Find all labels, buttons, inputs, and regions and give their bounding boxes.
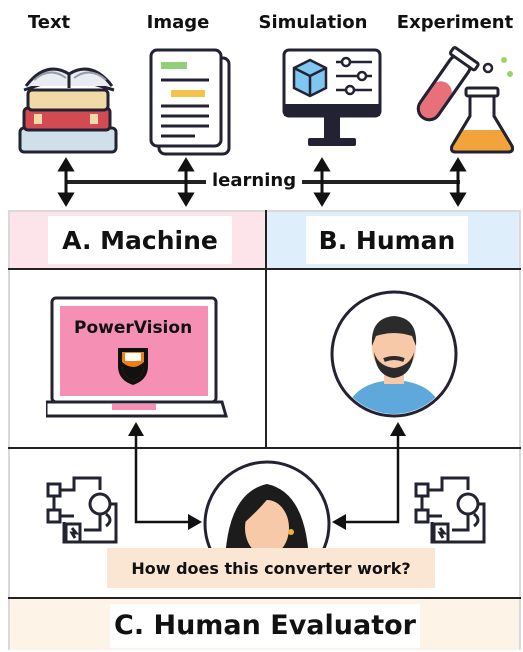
book-stack-icon xyxy=(18,67,118,154)
evaluator-arrows xyxy=(128,422,406,530)
university-shield-icon xyxy=(118,348,148,385)
learning-label: learning xyxy=(206,170,303,191)
question-bubble: How does this converter work? xyxy=(107,548,435,588)
lab-flask-icon xyxy=(416,46,514,154)
divider-horizontal-top xyxy=(8,268,521,270)
divider-horizontal-mid xyxy=(8,447,521,449)
header-simulation: Simulation xyxy=(258,12,368,33)
laptop-brand-label: PowerVision xyxy=(74,318,193,338)
header-text: Text xyxy=(27,12,71,33)
header-image: Image xyxy=(146,12,210,33)
simulation-monitor-icon xyxy=(282,48,382,146)
man-avatar-icon xyxy=(330,290,458,418)
learning-connector-arrows xyxy=(57,157,467,207)
circuit-diagram-icon-right xyxy=(414,476,486,544)
document-icon xyxy=(149,48,231,156)
divider-horizontal-bottom xyxy=(8,597,521,599)
divider-vertical xyxy=(265,210,267,448)
header-experiment: Experiment xyxy=(396,12,514,33)
circuit-diagram-icon xyxy=(46,476,118,544)
machine-panel-title: A. Machine xyxy=(48,216,232,264)
evaluator-panel-title: C. Human Evaluator xyxy=(110,604,420,648)
human-panel-title: B. Human xyxy=(306,216,468,264)
